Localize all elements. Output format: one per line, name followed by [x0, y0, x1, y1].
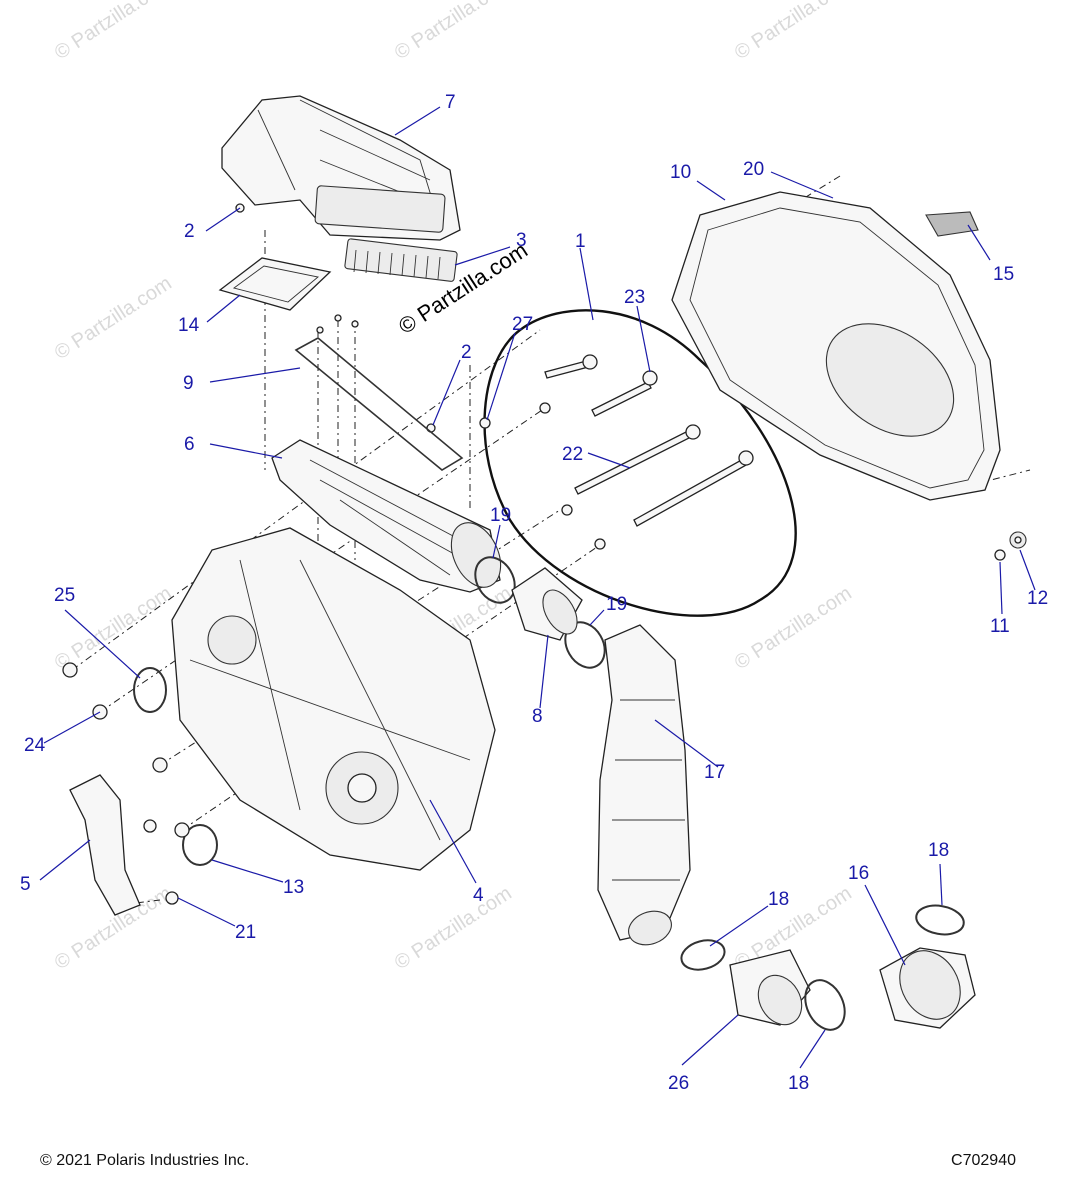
callout-9: 9	[183, 373, 194, 394]
callouts: 7 2 3 14 9 6 2 27 1 23 22 10 20 15 11 12…	[20, 92, 1048, 1094]
part-25-oring	[133, 667, 167, 713]
callout-10: 10	[670, 162, 691, 183]
callout-6: 6	[184, 434, 195, 455]
part-5-bracket	[69, 774, 141, 916]
callout-20: 20	[743, 159, 764, 180]
callout-2: 2	[461, 342, 472, 363]
part-13-oring	[182, 824, 218, 866]
copyright-text: © 2021 Polaris Industries Inc.	[40, 1152, 250, 1169]
callout-2: 2	[184, 221, 195, 242]
callout-5: 5	[20, 874, 31, 895]
part-11-12	[994, 531, 1027, 561]
part-7-intake-duct	[221, 95, 461, 241]
watermark: © Partzilla.com	[731, 582, 856, 674]
part-4-inner-cover	[171, 527, 496, 871]
callout-4: 4	[473, 885, 484, 906]
part-6-intake-duct	[271, 439, 502, 593]
part-18-clamps	[680, 904, 965, 1031]
callout-14: 14	[178, 315, 200, 336]
part-10-outer-cover	[671, 191, 1001, 501]
callout-17: 17	[704, 762, 725, 783]
watermark: © Partzilla.com	[51, 272, 176, 364]
callout-21: 21	[235, 922, 256, 943]
callout-7: 7	[445, 92, 456, 113]
part-1-belt	[483, 309, 797, 617]
callout-18: 18	[768, 889, 789, 910]
part-9-gasket	[294, 337, 464, 471]
callout-3: 3	[516, 230, 527, 251]
diagram-code: C702940	[951, 1152, 1016, 1169]
watermark: © Partzilla.com	[731, 0, 856, 64]
part-8-coupler	[511, 567, 583, 641]
callout-26: 26	[668, 1073, 689, 1094]
callout-1: 1	[575, 231, 586, 252]
watermark: © Partzilla.com	[391, 882, 516, 974]
part-17-duct	[597, 624, 691, 946]
part-14-plate	[218, 257, 332, 311]
callout-27: 27	[512, 314, 533, 335]
part-16-fitting	[879, 947, 976, 1029]
part-15-label	[925, 211, 979, 237]
callout-25: 25	[54, 585, 75, 606]
part-3-screen	[344, 238, 458, 282]
watermark: © Partzilla.com	[391, 0, 516, 64]
callout-22: 22	[562, 444, 583, 465]
callout-16: 16	[848, 863, 869, 884]
callout-13: 13	[283, 877, 304, 898]
long-bolts	[544, 354, 754, 527]
callout-11: 11	[990, 616, 1010, 637]
callout-12: 12	[1027, 588, 1048, 609]
watermark: © Partzilla.com	[51, 0, 176, 64]
callout-18: 18	[788, 1073, 809, 1094]
callout-23: 23	[624, 287, 645, 308]
callout-24: 24	[24, 735, 46, 756]
callout-15: 15	[993, 264, 1014, 285]
callout-8: 8	[532, 706, 543, 727]
callout-19: 19	[606, 594, 627, 615]
callout-19: 19	[490, 505, 511, 526]
washers	[479, 402, 606, 550]
part-26-adapter	[729, 949, 811, 1026]
leader-lines	[39, 106, 1036, 1069]
callout-18: 18	[928, 840, 949, 861]
